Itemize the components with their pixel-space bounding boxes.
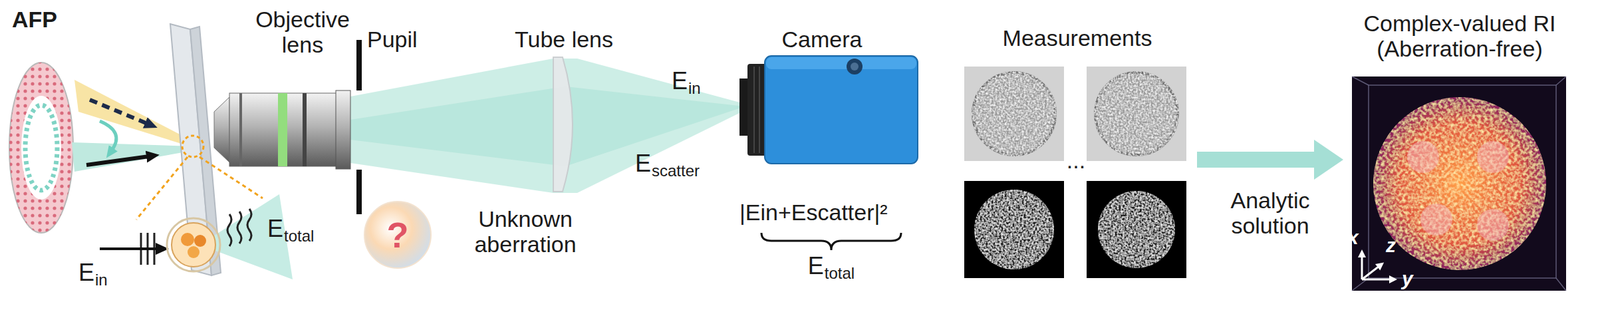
arrow-shaft: [1197, 151, 1315, 168]
intensity-formula: |Ein+Escatter|²: [739, 199, 888, 225]
field-label: Escatter: [635, 151, 700, 179]
panel-heading: Complex-valued RI (Aberration-free): [1343, 10, 1577, 62]
afp-label: AFP: [11, 6, 58, 32]
field-label: Etotal: [267, 216, 314, 245]
axis-label: z: [1385, 234, 1396, 257]
edge-label: Analytic solution: [1203, 187, 1337, 239]
field-label: Etotal: [807, 254, 855, 282]
ellipsis: ...: [1066, 147, 1086, 173]
axis-label: x: [1347, 226, 1359, 249]
flow-arrow: [1197, 139, 1344, 180]
objective-label: Objective lens: [236, 6, 370, 58]
tube-lens-label: Tube lens: [514, 26, 614, 52]
panel-heading: Measurements: [957, 25, 1198, 51]
panel-box: Measurements: [957, 25, 1198, 286]
camera-label: Camera: [782, 26, 863, 52]
panel-box: Complex-valued RI (Aberration-free): [1343, 10, 1577, 297]
arrow-head: [1314, 139, 1344, 180]
question-mark: ?: [387, 216, 409, 253]
aberration-label: Unknown aberration: [455, 206, 596, 257]
field-label: Ein: [671, 69, 701, 97]
pupil-label: Pupil: [367, 26, 418, 52]
field-label: Ein: [78, 260, 108, 288]
axis-label: y: [1401, 267, 1414, 290]
